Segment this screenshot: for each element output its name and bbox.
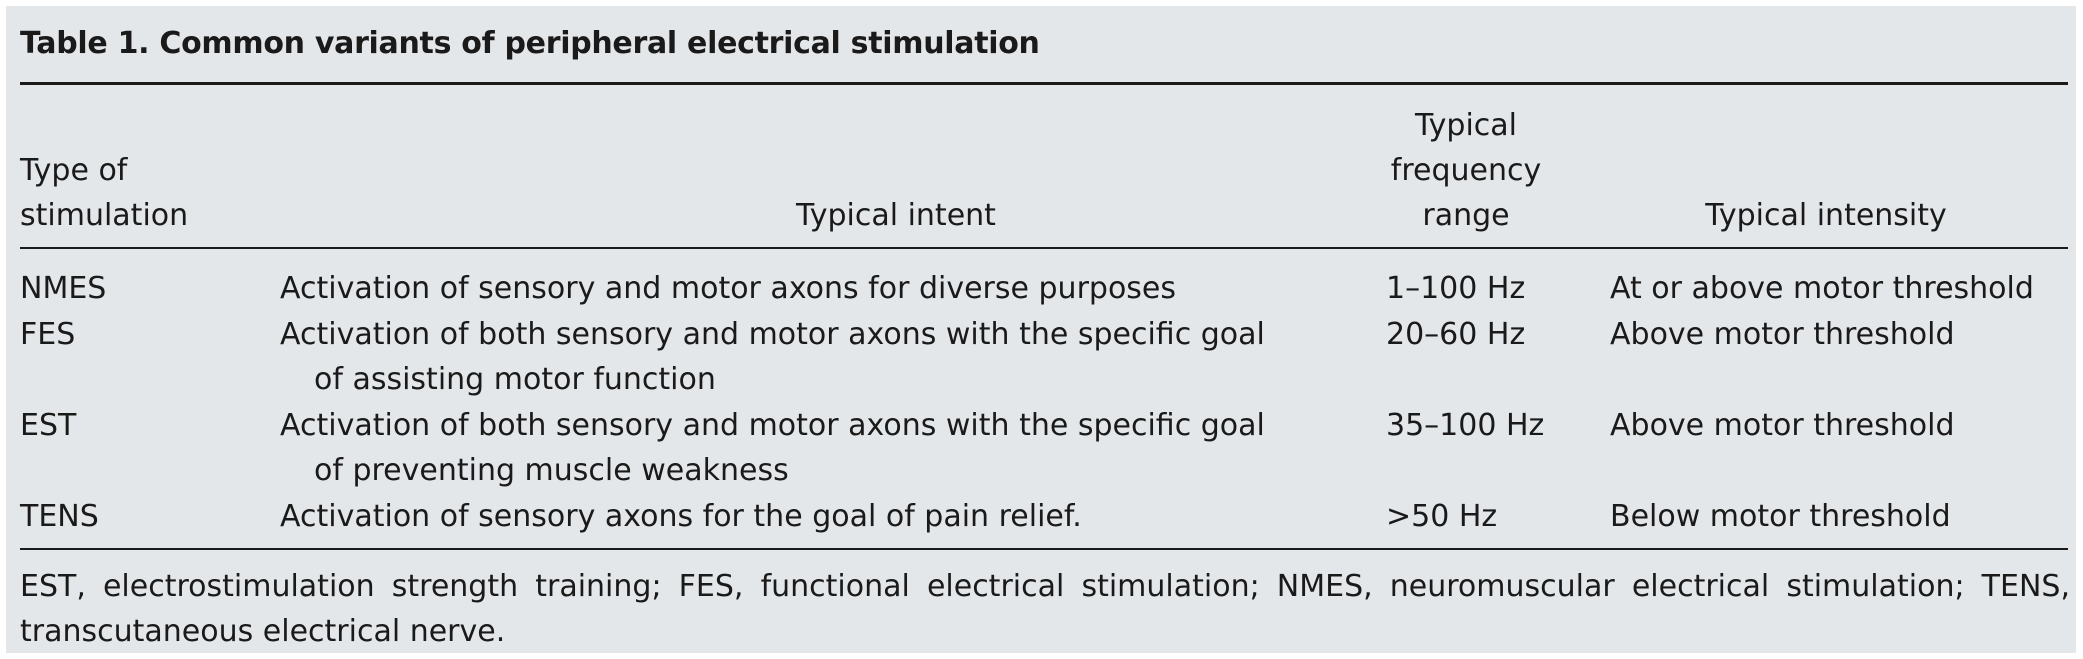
row-nmes-frequency: 1–100 Hz [1386, 271, 1526, 306]
table-panel: Table 1. Common variants of peripheral e… [6, 6, 2076, 653]
header-type-of-stimulation: Type of stimulation [20, 148, 188, 238]
top-rule [20, 82, 2068, 85]
row-nmes-intent: Activation of sensory and motor axons fo… [280, 266, 1176, 311]
row-fes-intensity: Above motor threshold [1610, 317, 1955, 352]
row-est-frequency: 35–100 Hz [1386, 408, 1545, 443]
row-nmes-intent-line-1: Activation of sensory and motor axons fo… [280, 271, 1177, 306]
row-est-type: EST [20, 408, 77, 443]
header-typical-intensity: Typical intensity [1705, 198, 1947, 233]
header-typical-intent: Typical intent [796, 198, 996, 233]
row-tens-intent-line-1: Activation of sensory axons for the goal… [280, 499, 1082, 534]
row-est-intent-line-2: of preventing muscle weakness [314, 453, 789, 488]
row-fes-type: FES [20, 317, 76, 352]
header-frequency-line-2: frequency [1390, 153, 1542, 188]
row-fes-intent-line-2: of assisting motor function [314, 362, 716, 397]
row-nmes-intensity: At or above motor threshold [1610, 271, 2034, 306]
row-est-intent: Activation of both sensory and motor axo… [280, 403, 1265, 493]
row-tens-frequency: >50 Hz [1386, 499, 1498, 534]
row-fes-intent: Activation of both sensory and motor axo… [280, 312, 1265, 402]
row-est-intensity: Above motor threshold [1610, 408, 1955, 443]
header-frequency-line-1: Typical [1415, 108, 1517, 143]
row-tens-intensity: Below motor threshold [1610, 499, 1951, 534]
table-title: Table 1. Common variants of peripheral e… [20, 26, 1040, 61]
header-rule [20, 247, 2068, 249]
header-type-line-1: Type of [20, 153, 128, 188]
row-est-intent-line-1: Activation of both sensory and motor axo… [280, 408, 1265, 443]
row-nmes-type: NMES [20, 271, 107, 306]
row-tens-type: TENS [20, 499, 99, 534]
table-footnote: EST, electrostimulation strength trainin… [20, 569, 2070, 649]
bottom-rule [20, 548, 2068, 550]
header-type-line-2: stimulation [20, 198, 189, 233]
row-fes-intent-line-1: Activation of both sensory and motor axo… [280, 317, 1265, 352]
header-frequency-range: Typical frequency range [1366, 103, 1566, 238]
header-frequency-line-3: range [1422, 198, 1510, 233]
row-tens-intent: Activation of sensory axons for the goal… [280, 494, 1082, 539]
row-fes-frequency: 20–60 Hz [1386, 317, 1526, 352]
